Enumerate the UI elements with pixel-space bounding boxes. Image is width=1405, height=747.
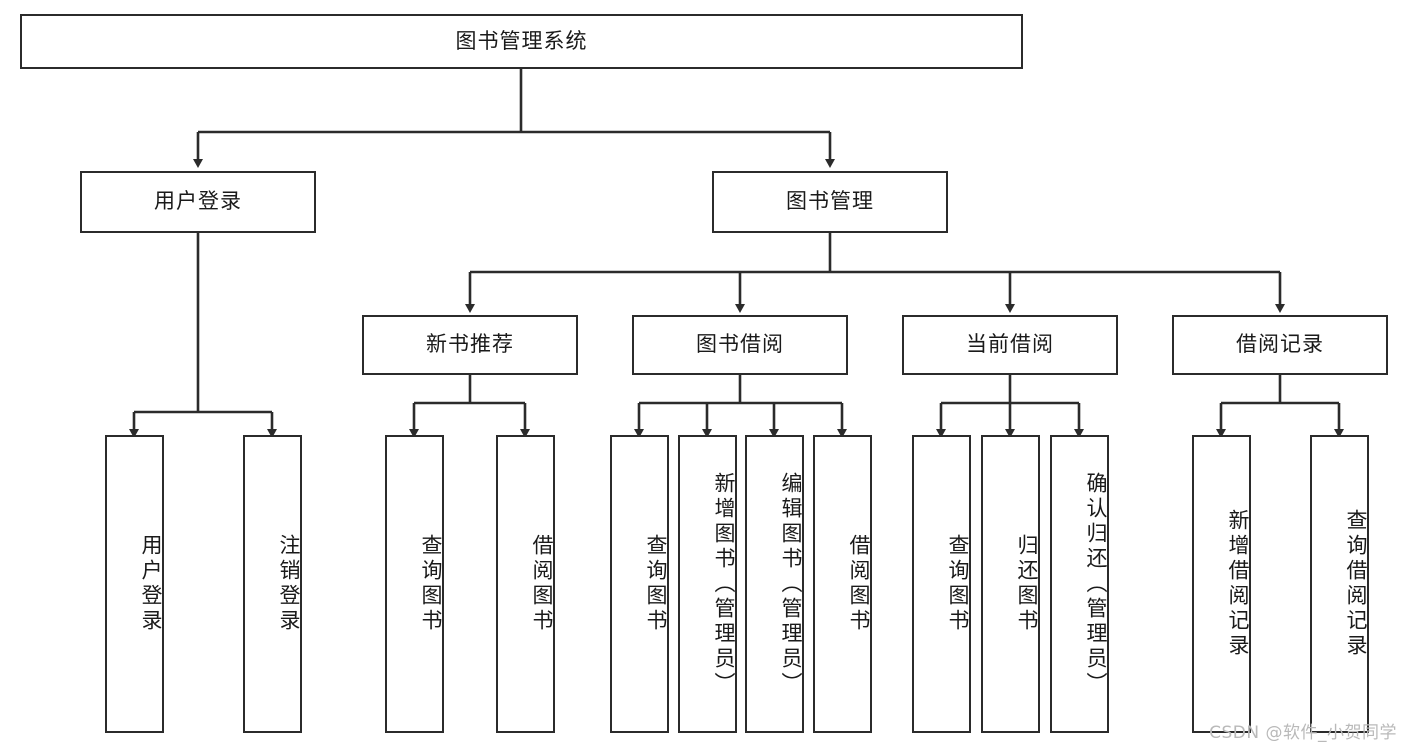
node-current-borrow[interactable]: 当前借阅	[902, 315, 1118, 375]
node-root-system[interactable]: 图书管理系统	[20, 14, 1023, 69]
leaf-user-login-logout[interactable]: 注销登录	[243, 435, 302, 733]
leaf-current-query-book[interactable]: 查询图书	[912, 435, 971, 733]
node-label: 图书管理	[786, 189, 874, 214]
node-label: 确认归还（管理员）	[1084, 471, 1108, 697]
leaf-record-add-record[interactable]: 新增借阅记录	[1192, 435, 1251, 733]
node-label: 新增图书（管理员）	[712, 471, 736, 697]
node-book-management[interactable]: 图书管理	[712, 171, 948, 233]
node-label: 查询图书	[644, 534, 668, 634]
node-user-login[interactable]: 用户登录	[80, 171, 316, 233]
node-label: 新增借阅记录	[1226, 509, 1250, 659]
node-label: 查询图书	[946, 534, 970, 634]
leaf-current-confirm-return-admin[interactable]: 确认归还（管理员）	[1050, 435, 1109, 733]
leaf-record-query-record[interactable]: 查询借阅记录	[1310, 435, 1369, 733]
node-label: 借阅图书	[847, 534, 871, 634]
leaf-current-return-book[interactable]: 归还图书	[981, 435, 1040, 733]
node-label: 图书借阅	[696, 332, 784, 357]
node-label: 新书推荐	[426, 332, 514, 357]
leaf-user-login-login[interactable]: 用户登录	[105, 435, 164, 733]
node-new-book-recommend[interactable]: 新书推荐	[362, 315, 578, 375]
node-label: 注销登录	[277, 534, 301, 634]
node-borrow-record[interactable]: 借阅记录	[1172, 315, 1388, 375]
leaf-borrow-borrow-book[interactable]: 借阅图书	[813, 435, 872, 733]
node-label: 图书管理系统	[455, 28, 588, 53]
node-label: 查询图书	[419, 534, 443, 634]
leaf-recommend-query-book[interactable]: 查询图书	[385, 435, 444, 733]
node-label: 用户登录	[139, 534, 163, 634]
leaf-recommend-borrow-book[interactable]: 借阅图书	[496, 435, 555, 733]
node-label: 查询借阅记录	[1344, 509, 1368, 659]
node-label: 借阅记录	[1236, 332, 1324, 357]
node-label: 借阅图书	[530, 534, 554, 634]
node-book-borrow[interactable]: 图书借阅	[632, 315, 848, 375]
leaf-borrow-edit-book-admin[interactable]: 编辑图书（管理员）	[745, 435, 804, 733]
leaf-borrow-query-book[interactable]: 查询图书	[610, 435, 669, 733]
node-label: 用户登录	[154, 189, 242, 214]
node-label: 编辑图书（管理员）	[779, 471, 803, 697]
leaf-borrow-add-book-admin[interactable]: 新增图书（管理员）	[678, 435, 737, 733]
node-label: 当前借阅	[966, 332, 1054, 357]
node-label: 归还图书	[1015, 534, 1039, 634]
watermark-text: CSDN @软件_小贺同学	[1209, 723, 1397, 743]
